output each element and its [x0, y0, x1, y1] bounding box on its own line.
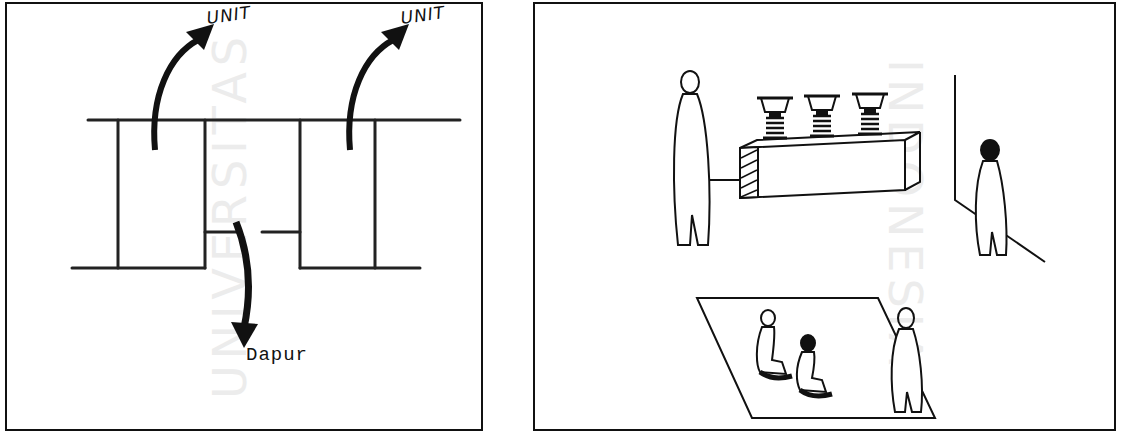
counter	[740, 140, 905, 198]
sketch-label: Dapur	[246, 346, 308, 365]
wall-line	[299, 120, 302, 268]
person-head	[981, 140, 999, 160]
leader-arrow	[349, 40, 393, 150]
watermark-text: INDONESIA	[882, 59, 928, 370]
person-head	[801, 335, 815, 351]
wall-line	[204, 120, 207, 268]
arrow-head	[381, 24, 409, 50]
hatching	[741, 150, 757, 197]
floor-line	[705, 179, 740, 181]
person-head	[761, 310, 775, 326]
seated-person	[757, 327, 786, 374]
wall-line	[262, 231, 300, 234]
standing-person	[976, 161, 1007, 255]
seated-legs	[800, 390, 832, 396]
wall-line	[117, 120, 120, 268]
standing-person	[674, 94, 710, 245]
wall-line	[88, 119, 460, 122]
stove-symbol	[757, 98, 793, 138]
sketch-label: UNIT	[206, 4, 252, 27]
seated-person	[797, 352, 826, 392]
wall-line	[205, 231, 240, 234]
panel-border	[534, 3, 1115, 430]
stove-symbol	[804, 96, 840, 136]
standing-person	[892, 329, 922, 412]
wall-line	[300, 267, 420, 270]
seated-legs	[760, 372, 792, 378]
person-head	[681, 71, 699, 93]
kitchen-scene	[674, 71, 1045, 418]
wall-corner	[955, 75, 1045, 262]
floor-plan	[72, 120, 460, 268]
sketch-label: UNIT	[400, 4, 446, 27]
counter-end	[740, 147, 758, 198]
wall-line	[374, 120, 377, 268]
panel-border	[6, 3, 482, 430]
wall-line	[72, 267, 205, 270]
leader-arrows	[154, 24, 409, 348]
leader-arrow	[154, 40, 198, 150]
